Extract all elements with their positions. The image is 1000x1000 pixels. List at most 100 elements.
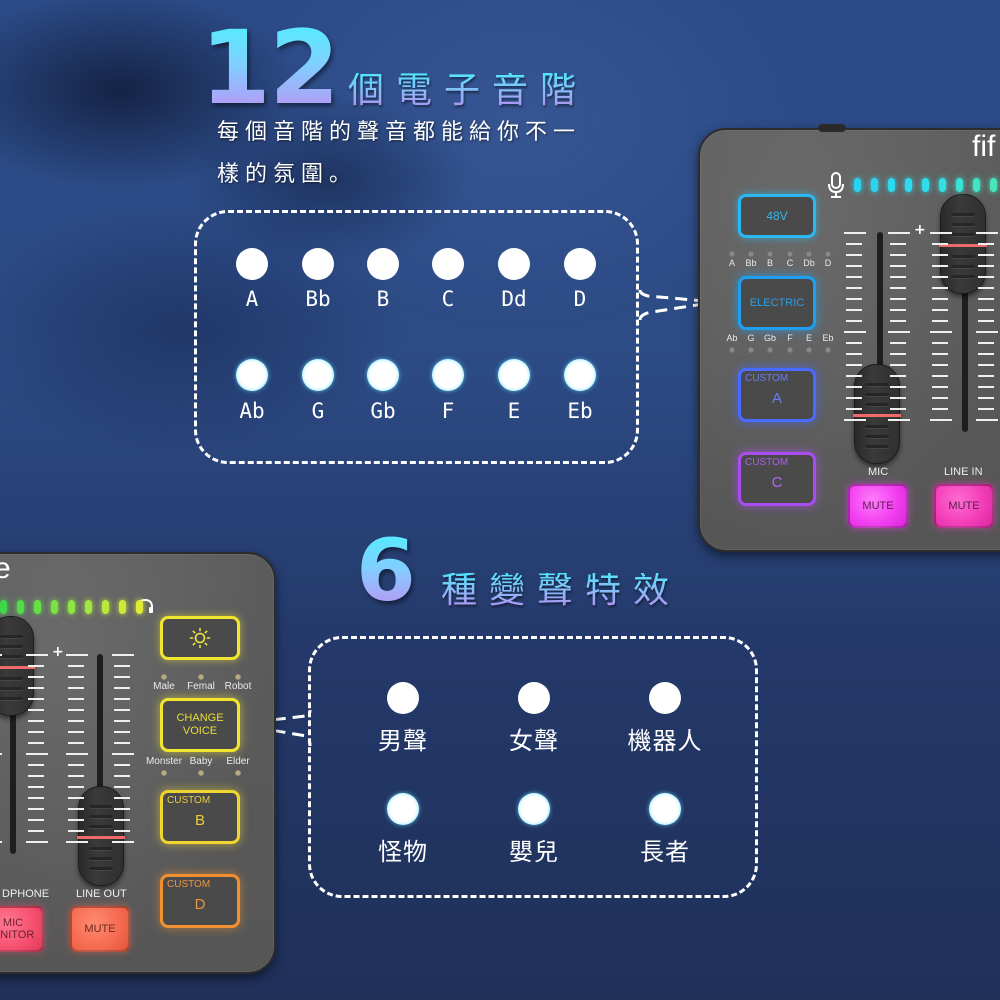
voice-dot bbox=[518, 682, 550, 714]
fader-tick bbox=[114, 676, 130, 678]
note-dot bbox=[302, 248, 334, 280]
note-dot bbox=[432, 248, 464, 280]
fader-tick bbox=[114, 742, 130, 744]
voice-label: 女聲 bbox=[509, 727, 559, 755]
pad-change-voice-line2: VOICE bbox=[182, 725, 218, 737]
fader-plus-sign: + bbox=[52, 644, 64, 660]
pad-48v-label: 48V bbox=[766, 209, 788, 223]
voice-mode-label: Elder bbox=[226, 756, 250, 767]
fader-tick bbox=[68, 720, 84, 722]
fader-tick bbox=[846, 254, 862, 256]
pad-custom-a[interactable]: CUSTOM A bbox=[738, 368, 816, 422]
pad-48v[interactable]: 48V bbox=[738, 194, 816, 238]
channel-label-mic: MIC bbox=[868, 466, 889, 478]
pad-custom-d[interactable]: CUSTOM D bbox=[160, 874, 240, 928]
fader-tick bbox=[68, 797, 84, 799]
fader-tick bbox=[114, 698, 130, 700]
fader-tick bbox=[890, 386, 906, 388]
fader-tick bbox=[26, 841, 48, 843]
fader-tick bbox=[28, 720, 44, 722]
fader-tick bbox=[890, 364, 906, 366]
fader-knob-mic[interactable] bbox=[853, 364, 901, 464]
fader-tick bbox=[28, 797, 44, 799]
pad-electric[interactable]: ELECTRIC bbox=[738, 276, 816, 330]
pad-brightness[interactable] bbox=[160, 616, 240, 660]
note-label: Ab bbox=[239, 399, 265, 423]
fader-tick bbox=[932, 375, 948, 377]
note-dot-glow bbox=[367, 359, 399, 391]
note-label: E bbox=[507, 399, 521, 423]
mute-button-line-in[interactable]: MUTE bbox=[934, 484, 994, 528]
fader-plus-sign: + bbox=[914, 222, 926, 238]
pad-custom-b[interactable]: CUSTOM B bbox=[160, 790, 240, 844]
fader-track-mic bbox=[877, 232, 883, 422]
note-label: F bbox=[441, 399, 455, 423]
pad-change-voice-line1: CHANGE bbox=[176, 712, 224, 724]
note-label: D bbox=[573, 287, 587, 311]
level-meter-led bbox=[34, 600, 41, 614]
mic-monitor-button[interactable]: MIC ONITOR bbox=[0, 906, 44, 952]
mute-button-line-out[interactable]: MUTE bbox=[70, 906, 130, 952]
scale-label: Ab bbox=[726, 333, 738, 343]
fader-tick bbox=[890, 309, 906, 311]
fader-tick bbox=[978, 386, 994, 388]
fader-tick bbox=[978, 375, 994, 377]
scale-led bbox=[825, 251, 831, 257]
voice-dot bbox=[387, 682, 419, 714]
fader-tick bbox=[978, 309, 994, 311]
fader-tick bbox=[932, 298, 948, 300]
fader-tick bbox=[932, 309, 948, 311]
scale-led bbox=[748, 251, 754, 257]
level-meter-led bbox=[990, 178, 997, 192]
fader-tick bbox=[932, 386, 948, 388]
brand-logo-partial: e bbox=[0, 552, 11, 585]
note-label: G bbox=[311, 399, 325, 423]
level-meter-led bbox=[119, 600, 126, 614]
fader-tick bbox=[66, 753, 88, 755]
fader-tick bbox=[890, 353, 906, 355]
fader-knob-line-out[interactable] bbox=[77, 786, 125, 886]
fader-tick bbox=[890, 276, 906, 278]
fader-tick bbox=[888, 232, 910, 234]
fader-tick bbox=[888, 419, 910, 421]
voice-label: 長者 bbox=[640, 838, 690, 866]
mute-button-mic[interactable]: MUTE bbox=[848, 484, 908, 528]
fader-tick bbox=[932, 364, 948, 366]
voice-effects-box bbox=[308, 636, 758, 898]
fader-tick bbox=[890, 408, 906, 410]
level-meter-led bbox=[136, 600, 143, 614]
level-meter-led bbox=[51, 600, 58, 614]
fader-tick bbox=[28, 698, 44, 700]
headline-number-12: 12 bbox=[200, 9, 340, 128]
fader-tick bbox=[890, 265, 906, 267]
pad-custom-d-caption: CUSTOM bbox=[167, 879, 211, 890]
note-dot bbox=[236, 248, 268, 280]
scale-led bbox=[806, 251, 812, 257]
fader-tick bbox=[28, 687, 44, 689]
description-line-1: 每個音階的聲音都能給你不一 bbox=[217, 120, 582, 145]
fader-tick bbox=[28, 676, 44, 678]
fader-tick bbox=[68, 764, 84, 766]
connector-arrow-change-voice bbox=[235, 709, 312, 747]
fader-tick bbox=[978, 397, 994, 399]
microphone-icon bbox=[828, 172, 844, 198]
scale-led bbox=[767, 251, 773, 257]
fader-tick bbox=[26, 753, 48, 755]
pad-change-voice[interactable]: CHANGE VOICE bbox=[160, 698, 240, 752]
note-dot-glow bbox=[432, 359, 464, 391]
fader-tick bbox=[976, 331, 998, 333]
note-label: Eb bbox=[567, 399, 593, 423]
fader-track-line-in bbox=[962, 260, 968, 432]
fader-tick bbox=[112, 841, 134, 843]
note-label: Gb bbox=[370, 399, 396, 423]
pad-custom-c[interactable]: CUSTOM C bbox=[738, 452, 816, 506]
fader-tick bbox=[68, 665, 84, 667]
voice-mode-label: Baby bbox=[189, 756, 213, 767]
fader-tick bbox=[68, 830, 84, 832]
fader-tick bbox=[846, 342, 862, 344]
fader-tick bbox=[978, 364, 994, 366]
voice-mode-label: Monster bbox=[145, 756, 183, 767]
headline-title-voice-effects: 種變聲特效 bbox=[441, 570, 682, 611]
connector-arrow-electric bbox=[638, 289, 717, 321]
scale-label: D bbox=[824, 258, 832, 268]
